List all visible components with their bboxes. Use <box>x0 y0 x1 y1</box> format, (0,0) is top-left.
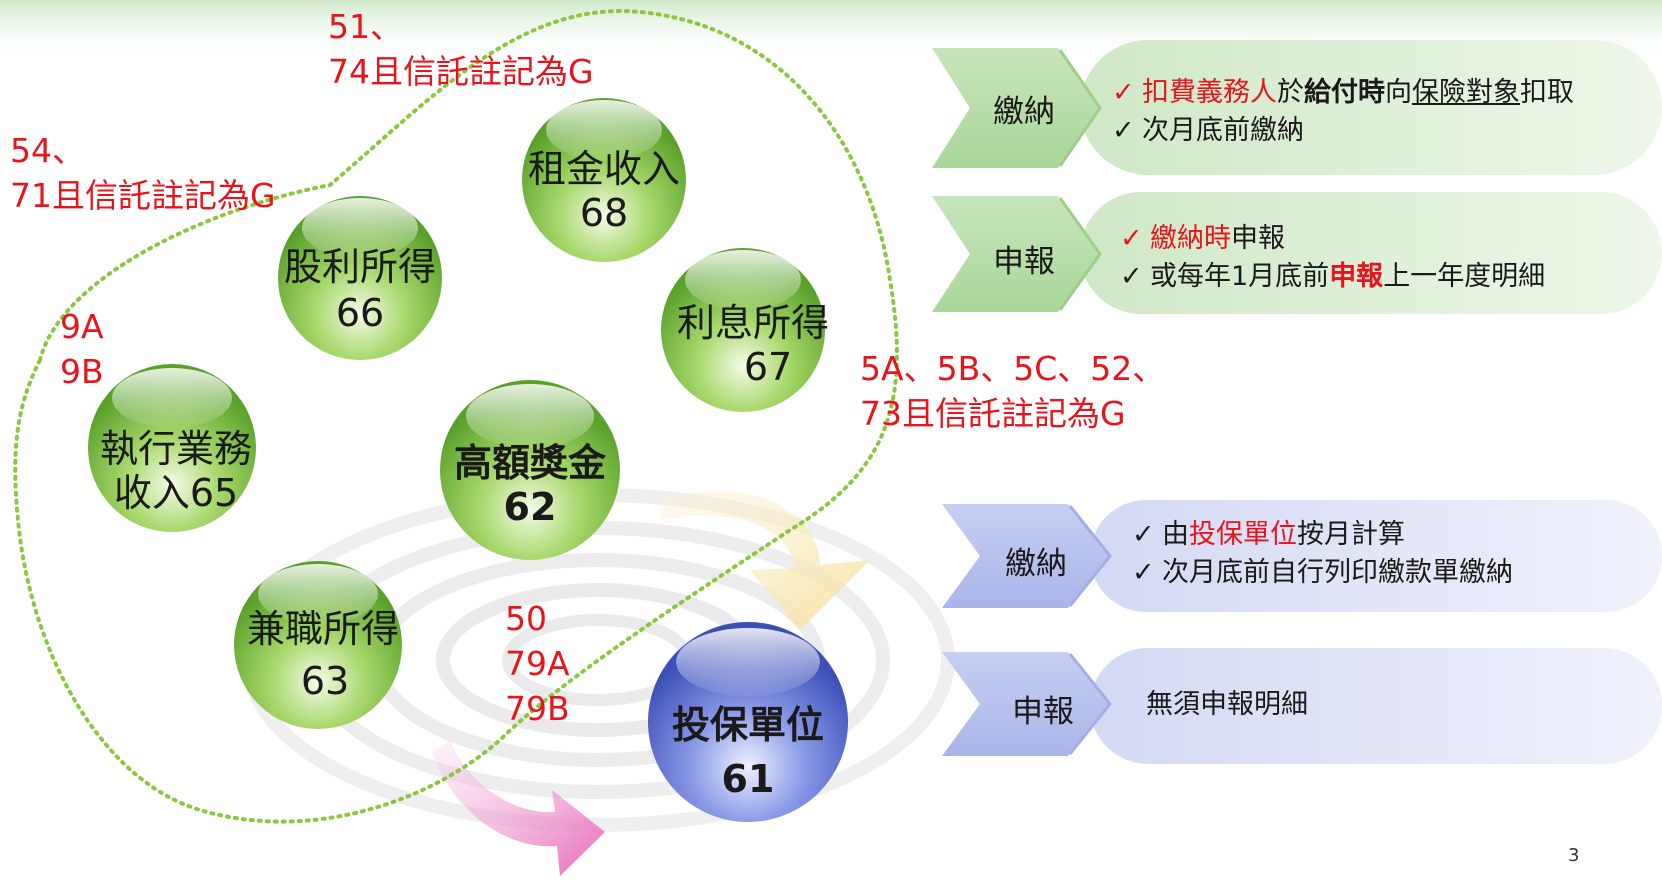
bubble-dividend: 股利所得 66 <box>278 196 442 360</box>
green-report-line-1: ✓繳納時申報 <box>1120 216 1285 255</box>
panel-blue-pay-label: 繳納 <box>1005 546 1067 582</box>
pink-arrow-icon <box>432 740 605 876</box>
bubble-interest-label: 利息所得 <box>677 301 829 345</box>
green-report-text-c: 上一年度明細 <box>1383 261 1546 292</box>
green-pay-line-2-text: 次月底前繳納 <box>1142 115 1304 146</box>
panel-green-pay-label: 繳納 <box>993 94 1055 130</box>
bubble-business-code: 收入65 <box>114 471 238 515</box>
check-icon: ✓ <box>1132 519 1155 550</box>
dotted-boundary <box>13 9 899 824</box>
bubble-parttime: 兼職所得 63 <box>234 561 402 729</box>
green-pay-line-2: ✓次月底前繳納 <box>1112 108 1304 147</box>
panel-green-report-label: 申報 <box>993 244 1055 280</box>
codes-top: 51、 74且信託註記為G <box>328 7 594 91</box>
codes-left-mid: 9A 9B <box>60 307 104 391</box>
codes-right: 5A、5B、5C、52、 73且信託註記為G <box>860 349 1166 433</box>
blue-pay-text-b: 按月計算 <box>1297 519 1405 550</box>
panel-blue-pay <box>942 500 1662 612</box>
bubble-rent-label: 租金收入 <box>528 147 680 191</box>
green-report-text-b: 或每年1月底前 <box>1150 261 1330 292</box>
green-pay-text-b: 向 <box>1385 77 1412 108</box>
green-pay-bold-text: 給付時 <box>1304 77 1385 108</box>
bubble-dividend-code: 66 <box>336 291 384 335</box>
bubble-bonus: 高額獎金 62 <box>440 380 620 560</box>
green-report-red-bold-text: 申報 <box>1329 261 1384 292</box>
bubble-unit-label: 投保單位 <box>672 703 824 747</box>
check-icon: ✓ <box>1120 223 1143 254</box>
green-report-line-2: ✓或每年1月底前申報上一年度明細 <box>1120 254 1545 293</box>
blue-pay-line-2-text: 次月底前自行列印繳款單繳納 <box>1162 557 1513 588</box>
bubble-business-label: 執行業務 <box>100 427 252 471</box>
bubble-rent-code: 68 <box>580 191 628 235</box>
blue-pay-text-a: 由 <box>1162 519 1189 550</box>
bubble-unit-code: 61 <box>722 757 775 801</box>
blue-pay-red-text: 投保單位 <box>1189 519 1297 550</box>
bubble-parttime-label: 兼職所得 <box>247 607 399 651</box>
blue-pay-line-1: ✓由投保單位按月計算 <box>1132 512 1405 551</box>
bubble-interest-code: 67 <box>744 345 792 389</box>
bubble-parttime-code: 63 <box>301 659 349 703</box>
green-pay-text-a: 於 <box>1277 77 1304 108</box>
bubble-dividend-label: 股利所得 <box>284 245 436 289</box>
check-icon: ✓ <box>1132 557 1155 588</box>
bubble-unit: 投保單位 61 <box>648 622 848 822</box>
codes-left-top: 54、 71且信託註記為G <box>10 131 276 215</box>
check-icon: ✓ <box>1120 261 1143 292</box>
blue-report-line-1: 無須申報明細 <box>1146 689 1308 720</box>
check-icon: ✓ <box>1112 115 1135 146</box>
page-number: 3 <box>1568 845 1580 866</box>
panel-blue-report-label: 申報 <box>1012 694 1074 730</box>
bubble-interest: 利息所得 67 <box>661 248 829 412</box>
bubble-bonus-code: 62 <box>504 485 557 529</box>
panel-green-pay <box>932 40 1662 175</box>
bubble-rent: 租金收入 68 <box>522 98 686 262</box>
green-pay-red-text: 扣費義務人 <box>1142 77 1277 108</box>
green-report-text-a: 申報 <box>1231 223 1285 254</box>
green-report-red-text: 繳納時 <box>1150 223 1231 254</box>
yellow-arrow-icon <box>660 490 870 630</box>
codes-bottom: 50 79A 79B <box>505 599 570 728</box>
check-icon: ✓ <box>1112 77 1135 108</box>
green-pay-line-1: ✓扣費義務人於給付時向保險對象扣取 <box>1112 70 1574 109</box>
bubble-bonus-label: 高額獎金 <box>454 441 607 485</box>
green-pay-underlined-text: 保險對象 <box>1412 77 1520 108</box>
bubble-business: 執行業務 收入65 <box>88 364 256 532</box>
green-pay-text-c: 扣取 <box>1520 77 1574 108</box>
blue-pay-line-2: ✓次月底前自行列印繳款單繳納 <box>1132 550 1513 589</box>
panel-green-report <box>932 192 1662 314</box>
panel-blue-report <box>942 648 1662 764</box>
